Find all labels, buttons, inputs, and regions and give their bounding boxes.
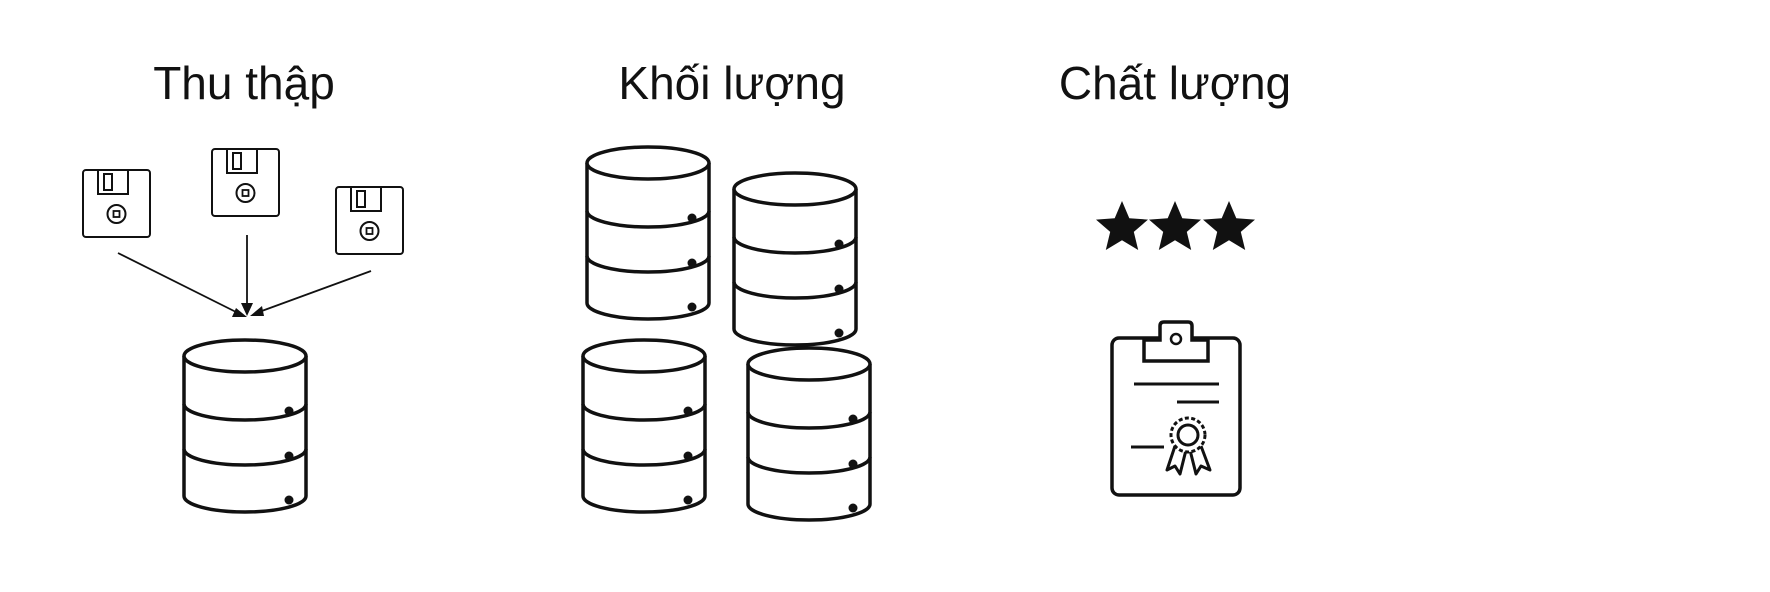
database-icon: [585, 145, 711, 321]
floppy-disk-icon: [335, 186, 404, 255]
heading-quality: Chất lượng: [1058, 57, 1292, 109]
arrow-right: [250, 270, 372, 316]
heading-collect: Thu thập: [153, 57, 335, 109]
star-icon: [1149, 201, 1201, 250]
arrow-center: [241, 235, 253, 316]
database-icon: [732, 171, 858, 347]
database-icon: [746, 346, 872, 522]
database-icon: [182, 338, 308, 514]
database-icon: [581, 338, 707, 514]
arrow-left: [117, 252, 247, 317]
floppy-disk-icon: [211, 148, 280, 217]
star-icon: [1096, 201, 1148, 250]
star-rating: [1096, 201, 1255, 250]
heading-volume: Khối lượng: [618, 57, 846, 109]
floppy-disk-icon: [82, 169, 151, 238]
star-icon: [1203, 201, 1255, 250]
certificate-clipboard-icon: [1110, 320, 1242, 497]
